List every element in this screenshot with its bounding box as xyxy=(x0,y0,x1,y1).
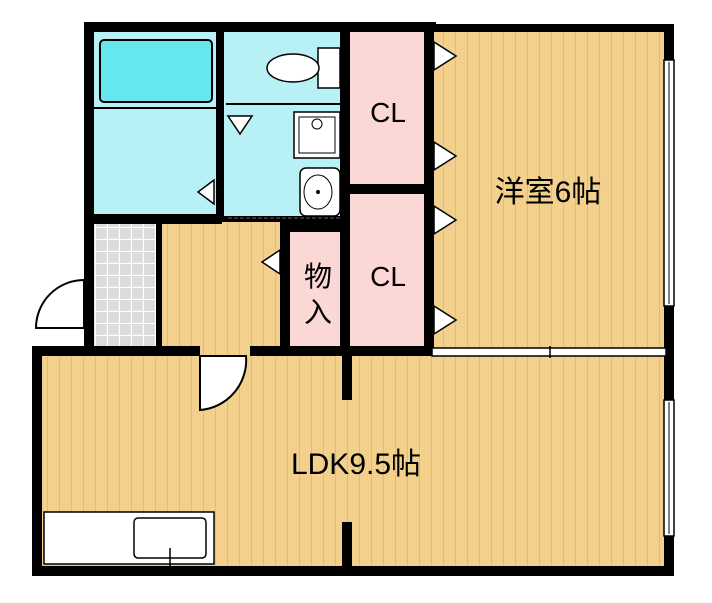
storage-label-line2: 入 xyxy=(304,297,332,328)
washer-pan-inner xyxy=(298,116,336,154)
entrance-door xyxy=(34,278,85,329)
bathtub xyxy=(99,39,213,103)
washer-drain xyxy=(311,118,323,130)
closet-lower-label: CL xyxy=(370,261,406,292)
western-room-label: 洋室6帖 xyxy=(495,176,602,209)
closet-upper-floor xyxy=(346,30,430,188)
toilet-tank xyxy=(317,47,341,89)
sliding-door-western-ldk xyxy=(431,346,667,358)
entrance-floor xyxy=(92,224,160,352)
closet-upper-label: CL xyxy=(370,97,406,128)
ldk-door xyxy=(199,355,248,412)
windows xyxy=(663,59,675,537)
ldk-label: LDK9.5帖 xyxy=(291,448,421,481)
western-room-floor xyxy=(430,30,672,352)
storage-floor xyxy=(290,228,346,352)
toilet-bowl xyxy=(266,53,320,83)
walls xyxy=(32,22,674,576)
storage-label-line1: 物 xyxy=(304,261,332,292)
wash-basin-drain xyxy=(316,190,320,194)
sliding-door-markers xyxy=(196,40,458,336)
hall-floor xyxy=(160,222,290,352)
closet-lower-floor xyxy=(346,194,430,352)
